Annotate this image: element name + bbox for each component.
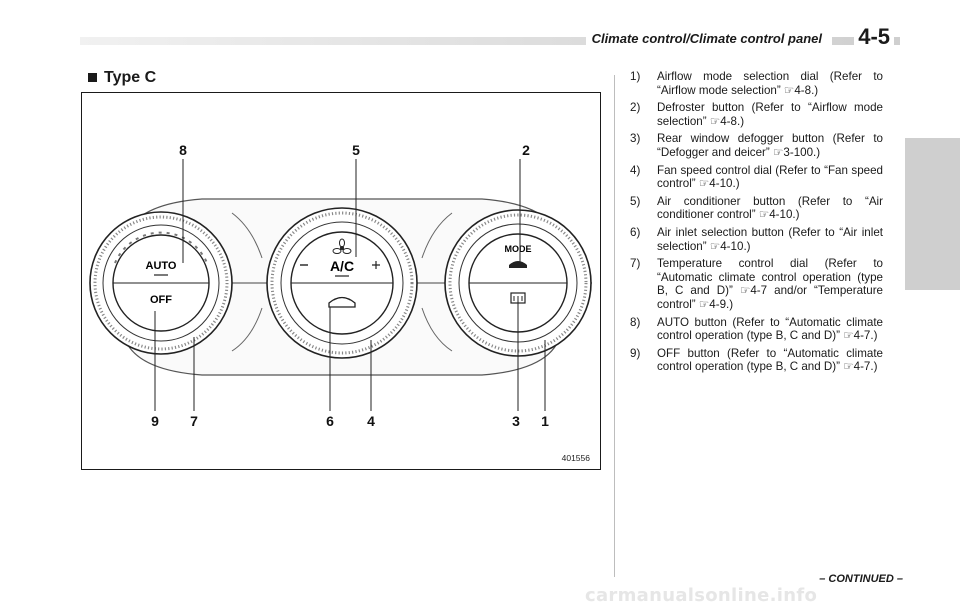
- temperature-dial[interactable]: [89, 211, 233, 355]
- defroster-icon: [509, 261, 527, 268]
- callout-5: 5: [352, 142, 360, 158]
- page-number: 4-5: [854, 24, 894, 50]
- auto-button[interactable]: AUTO: [146, 260, 177, 276]
- fan-increase-icon: [372, 261, 380, 269]
- fan-speed-dial[interactable]: [266, 207, 418, 359]
- legend-item: 2)Defroster button (Refer to “Airflow mo…: [630, 101, 883, 128]
- legend-item: 4)Fan speed control dial (Refer to “Fan …: [630, 163, 883, 191]
- climate-panel-illustration: AUTO OFF A/C: [89, 142, 592, 463]
- column-divider: [614, 75, 615, 577]
- callout-numbers: 8 5 2 9 7 6 4 3 1: [151, 142, 549, 429]
- defroster-button[interactable]: [509, 261, 527, 268]
- legend-item: 5)Air conditioner button (Refer to “Air …: [630, 194, 883, 222]
- header-bar: [80, 37, 900, 45]
- callout-leader-lines: [154, 159, 546, 411]
- legend-item: 3)Rear window defogger button (Refer to …: [630, 132, 883, 159]
- legend-item: 8)AUTO button (Refer to “Automatic clima…: [630, 315, 883, 343]
- callout-8: 8: [179, 142, 187, 158]
- airflow-mode-dial[interactable]: MODE: [444, 209, 592, 357]
- panel-bridge-right: [421, 212, 453, 352]
- legend-item: 1)Airflow mode selection dial (Refer to …: [630, 70, 883, 97]
- callout-9: 9: [151, 413, 159, 429]
- ac-label: A/C: [330, 258, 354, 274]
- off-button[interactable]: OFF: [150, 294, 172, 306]
- square-bullet-icon: [88, 73, 97, 82]
- chapter-side-tab: [905, 138, 960, 290]
- callout-4: 4: [367, 413, 375, 429]
- ac-button[interactable]: A/C: [330, 258, 354, 277]
- auto-label: AUTO: [146, 260, 177, 272]
- callout-6: 6: [326, 413, 334, 429]
- panel-bridge-left: [231, 212, 263, 352]
- callout-7: 7: [190, 413, 198, 429]
- mode-label: MODE: [505, 244, 532, 254]
- air-inlet-button[interactable]: [328, 296, 356, 308]
- continued-marker: – CONTINUED –: [819, 573, 903, 585]
- callout-1: 1: [541, 413, 549, 429]
- section-heading-text: Type C: [104, 69, 157, 86]
- watermark: carmanualsonline.info: [585, 585, 818, 606]
- callout-2: 2: [522, 142, 530, 158]
- legend-item: 9)OFF button (Refer to “Automatic climat…: [630, 346, 883, 374]
- figure-box: AUTO OFF A/C: [81, 92, 601, 470]
- fan-icon: [332, 238, 352, 254]
- header-title: Climate control/Climate control panel: [585, 31, 832, 46]
- off-label: OFF: [150, 294, 172, 306]
- section-heading: Type C: [88, 69, 156, 87]
- figure-code: 401556: [562, 453, 591, 463]
- legend-item: 7)Temperature control dial (Refer to “Au…: [630, 257, 883, 311]
- callout-3: 3: [512, 413, 520, 429]
- callout-legend: 1)Airflow mode selection dial (Refer to …: [630, 70, 883, 378]
- legend-item: 6)Air inlet selection button (Refer to “…: [630, 225, 883, 253]
